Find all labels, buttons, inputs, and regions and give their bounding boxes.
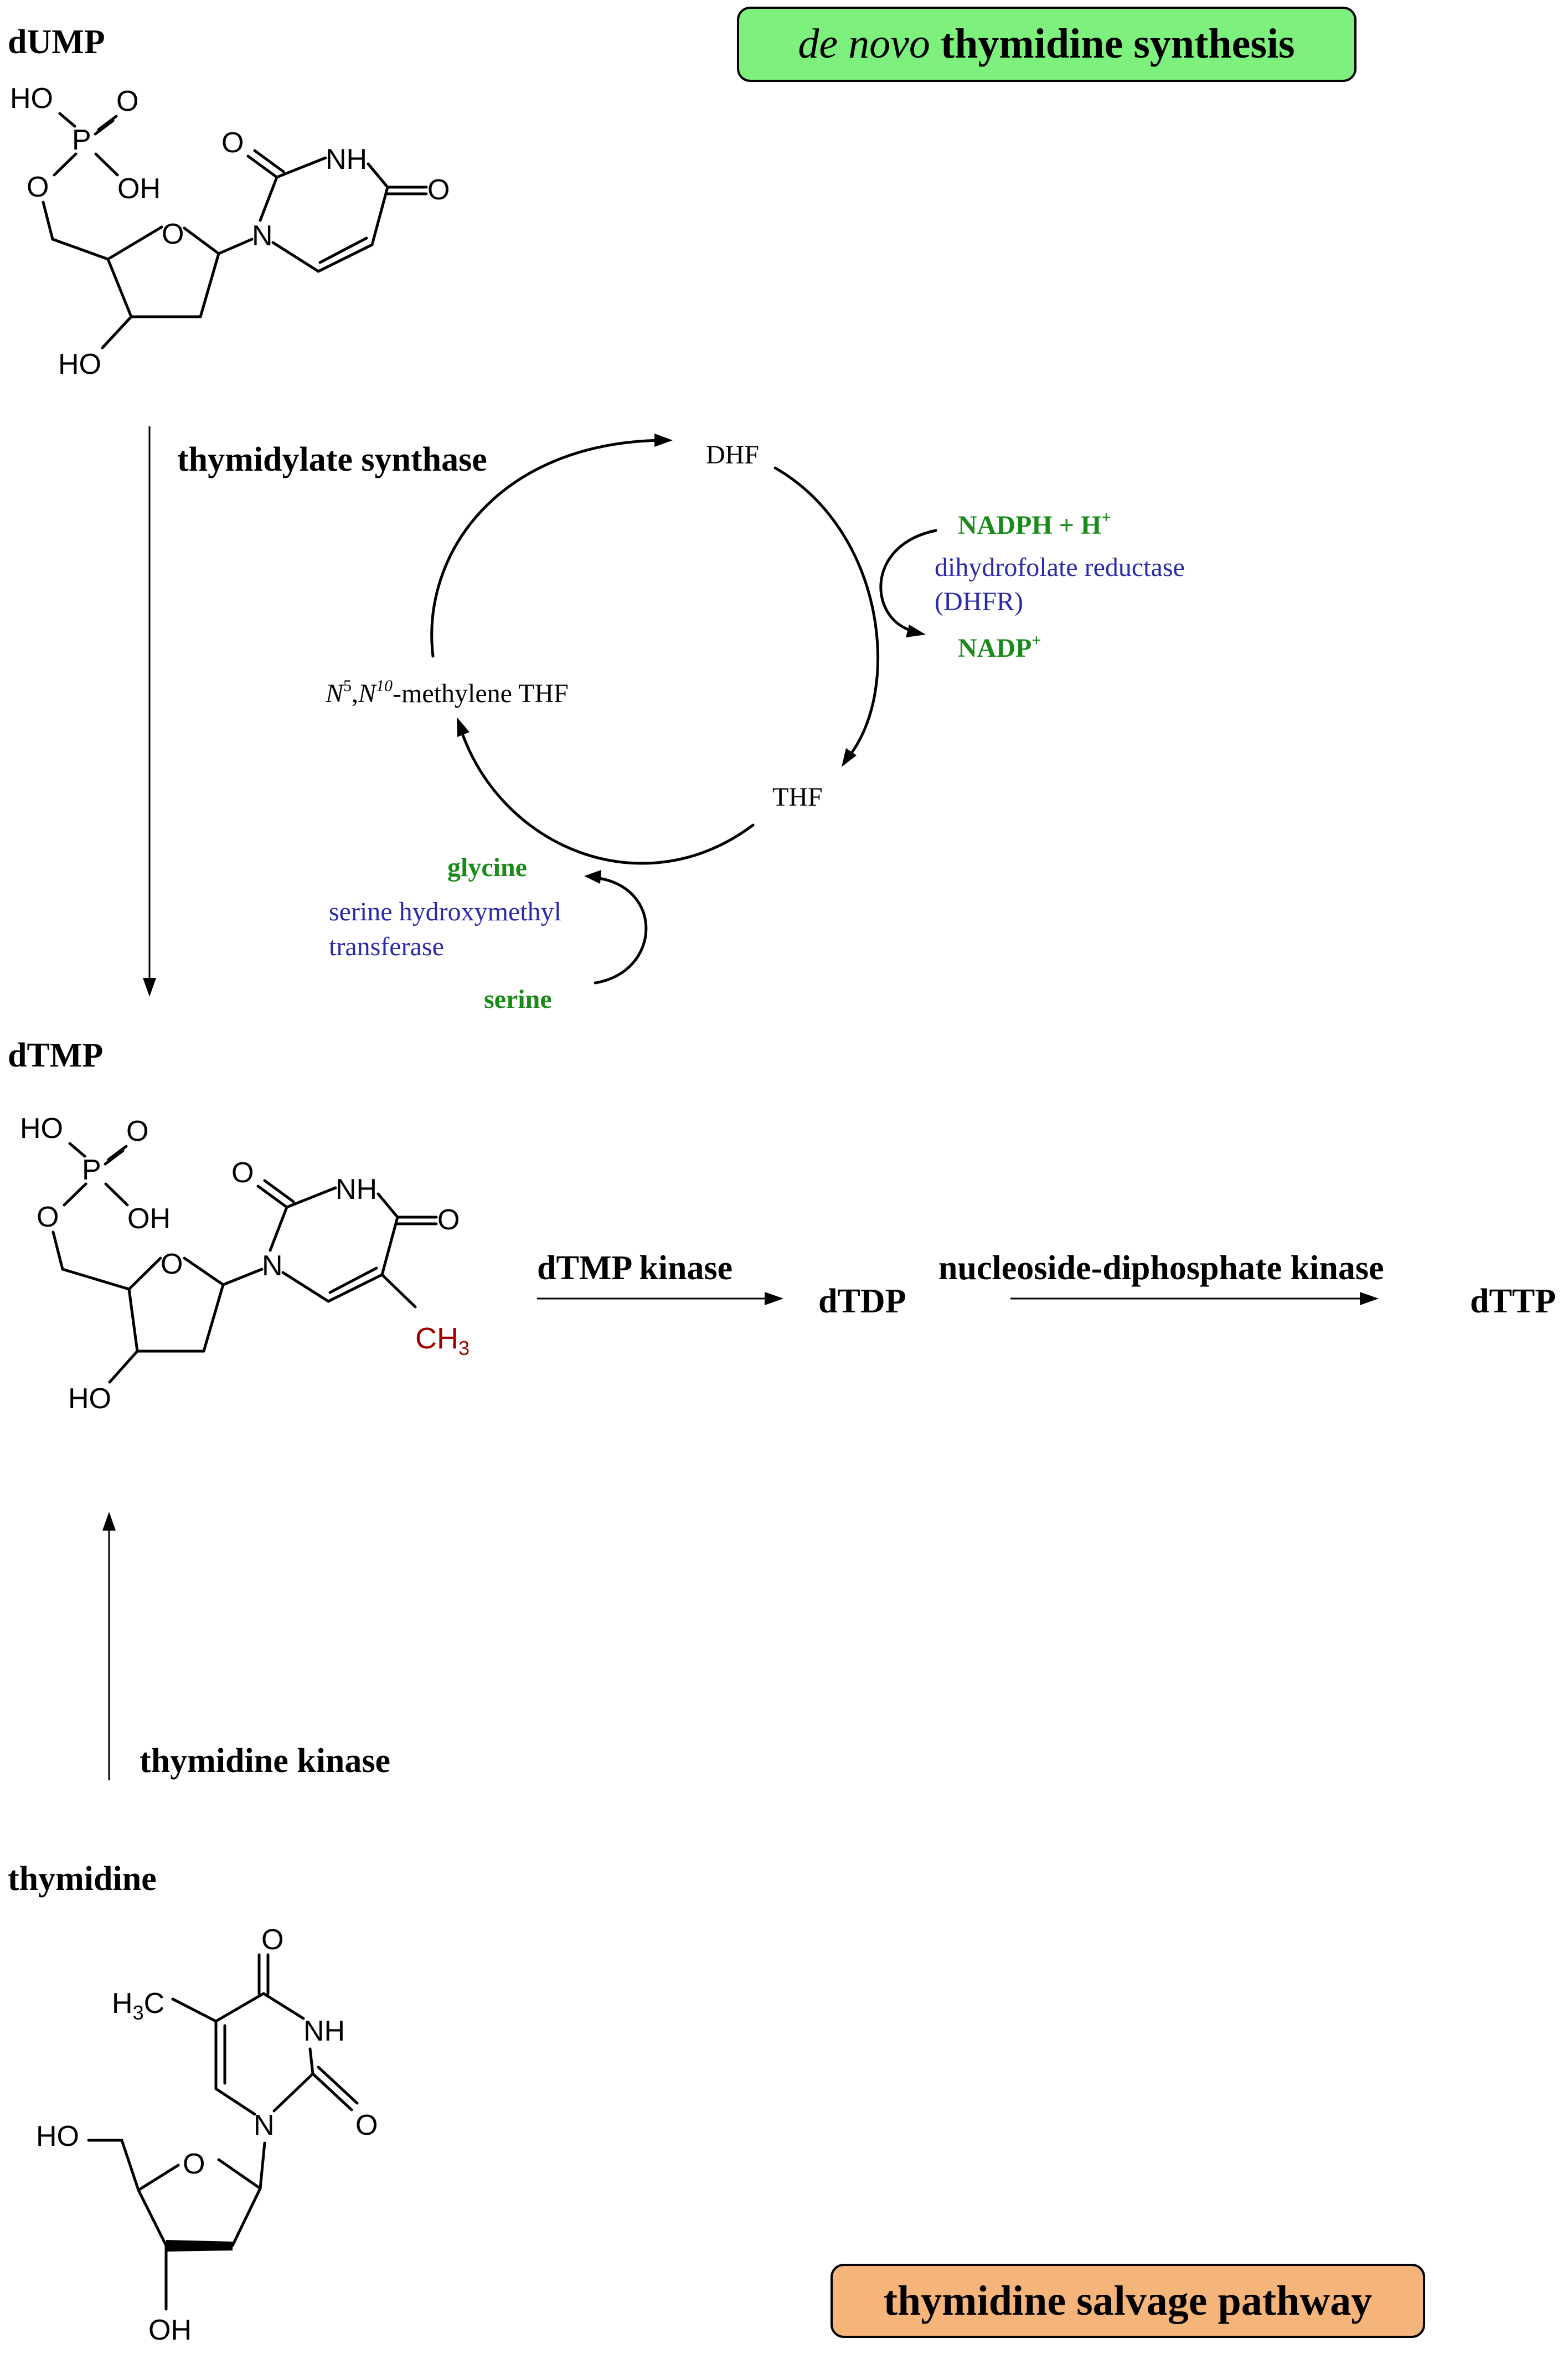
thymidylate-synthase-label: thymidylate synthase (177, 441, 487, 478)
denovo-title-italic: de novo (798, 20, 930, 67)
nadph-label: NADPH + H+ (958, 508, 1111, 540)
dump-ho-label: HO (10, 83, 53, 115)
thymidylate-synthase-arrow (143, 426, 156, 997)
thymidine-structure: O NH O N H3C O HO OH (36, 1924, 378, 2346)
svg-text:de novo thymidine synthesis: de novo thymidine synthesis (798, 20, 1294, 67)
glycine-label: glycine (447, 853, 527, 882)
dhf-label: DHF (706, 440, 759, 470)
dtmp-c4-o-label: O (437, 1204, 460, 1236)
dtmp-nh-label: NH (336, 1173, 377, 1206)
thy-ring-o-label: O (183, 2148, 205, 2180)
dump-3-oh-label: HO (58, 348, 101, 380)
dtmp-kinase-arrow (537, 1292, 783, 1305)
dtmp-p-label: P (82, 1154, 101, 1186)
ndp-kinase-arrow (1010, 1292, 1379, 1305)
ndp-kinase-label: nucleoside-diphosphate kinase (938, 1249, 1384, 1287)
salvage-title: thymidine salvage pathway (884, 2278, 1373, 2324)
dhfr-label-line2: (DHFR) (935, 587, 1023, 616)
dump-c2-o-label: O (221, 127, 244, 159)
dtmp-o-label: O (126, 1115, 148, 1147)
methylene-thf-label: N5,N10-methylene THF (325, 677, 569, 708)
shmt-side-arc (594, 876, 648, 985)
thy-n1-label: N (254, 2109, 275, 2141)
dtmp-structure: HO P O OH O O HO N O NH O (20, 1112, 470, 1415)
salvage-title-box: thymidine salvage pathway (831, 2264, 1425, 2338)
cycle-arc-bottom (458, 724, 755, 865)
dump-o-ester-label: O (27, 171, 49, 203)
thy-3-oh-label: OH (148, 2314, 192, 2346)
dump-structure: HO P O OH O O HO N O NH O (10, 83, 450, 380)
nadp-label: NADP+ (958, 631, 1041, 663)
dump-p-label: P (72, 124, 91, 156)
thf-label: THF (772, 782, 823, 812)
dtmp-kinase-label: dTMP kinase (537, 1249, 733, 1287)
dtmp-n1-label: N (262, 1250, 283, 1282)
denovo-title-box: de novo thymidine synthesis (737, 7, 1356, 82)
dump-c4-o-label: O (427, 174, 450, 206)
thymidine-label: thymidine (8, 1860, 157, 1898)
denovo-title-rest: thymidine synthesis (930, 20, 1295, 67)
dump-ring-o-label: O (162, 218, 184, 250)
dhfr-side-arc (879, 529, 937, 633)
thymidine-kinase-label: thymidine kinase (140, 1742, 390, 1780)
dtmp-3-oh-label: HO (68, 1383, 111, 1415)
dtmp-o-ester-label: O (37, 1201, 59, 1233)
shmt-label-line2: transferase (329, 932, 444, 961)
dtmp-oh-label: OH (127, 1203, 171, 1235)
folate-cycle: DHF THF N5,N10-methylene THF NADPH + H+ … (325, 434, 1185, 1014)
thy-c4-o-label: O (261, 1924, 283, 1956)
thy-nh-label: NH (303, 2015, 345, 2047)
dttp-label: dTTP (1470, 1282, 1556, 1320)
serine-label: serine (484, 985, 552, 1014)
dtmp-ring-o-label: O (161, 1248, 183, 1280)
dtdp-label: dTDP (818, 1282, 906, 1320)
dtmp-ho-label: HO (20, 1112, 63, 1145)
thy-methyl-label: H3C (112, 1987, 164, 2024)
dump-label: dUMP (8, 23, 105, 61)
dtmp-c2-o-label: O (231, 1157, 254, 1189)
thy-5-oh-label: HO (36, 2120, 79, 2152)
dtmp-label: dTMP (8, 1037, 103, 1074)
thy-c2-o-label: O (355, 2109, 378, 2141)
dump-n1-label: N (252, 220, 273, 252)
dhfr-label-line1: dihydrofolate reductase (935, 553, 1185, 582)
dump-nh-label: NH (326, 143, 367, 176)
shmt-label-line1: serine hydroxymethyl (329, 897, 561, 926)
thymidine-kinase-arrow (102, 1512, 116, 1780)
cycle-arc-right (773, 466, 880, 760)
dtmp-methyl-label: CH3 (415, 1322, 470, 1359)
dump-o-label: O (116, 85, 138, 117)
cycle-arc-top-left (430, 439, 663, 658)
dump-oh-label: OH (117, 173, 161, 205)
